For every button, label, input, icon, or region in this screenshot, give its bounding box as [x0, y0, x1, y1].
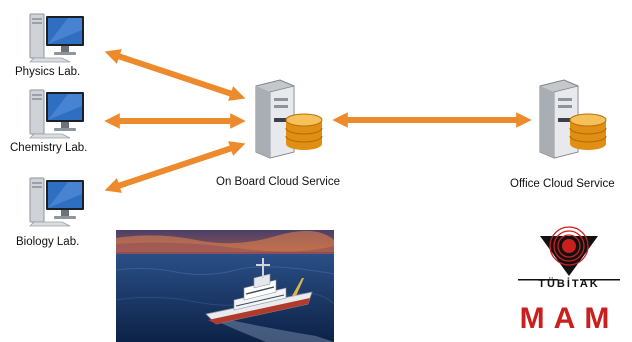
chemistry-lab-node [28, 88, 86, 140]
computer-icon [29, 89, 84, 139]
onboard-cloud-node [250, 78, 328, 160]
tubitak-emblem-icon [518, 226, 620, 281]
computer-icon [29, 177, 84, 227]
biology-lab-label: Biology Lab. [16, 236, 80, 248]
logo-name-bottom: MAM [519, 302, 619, 335]
server-database-icon [255, 79, 323, 159]
biology-lab-node [28, 176, 86, 228]
arrow-biology-onboard [104, 141, 246, 193]
chemistry-lab-label: Chemistry Lab. [10, 142, 88, 154]
research-vessel-photo [116, 230, 334, 342]
physics-lab-node [28, 12, 86, 64]
arrow-physics-onboard [104, 49, 246, 101]
office-cloud-node [534, 78, 612, 160]
physics-lab-label: Physics Lab. [15, 66, 81, 78]
tubitak-mam-logo: TÜBİTAK MAM [510, 222, 628, 340]
computer-icon [29, 13, 84, 63]
onboard-cloud-label: On Board Cloud Service [216, 176, 341, 188]
logo-name-top: TÜBİTAK [538, 278, 600, 290]
office-cloud-label: Office Cloud Service [510, 178, 615, 190]
server-database-icon [539, 79, 607, 159]
